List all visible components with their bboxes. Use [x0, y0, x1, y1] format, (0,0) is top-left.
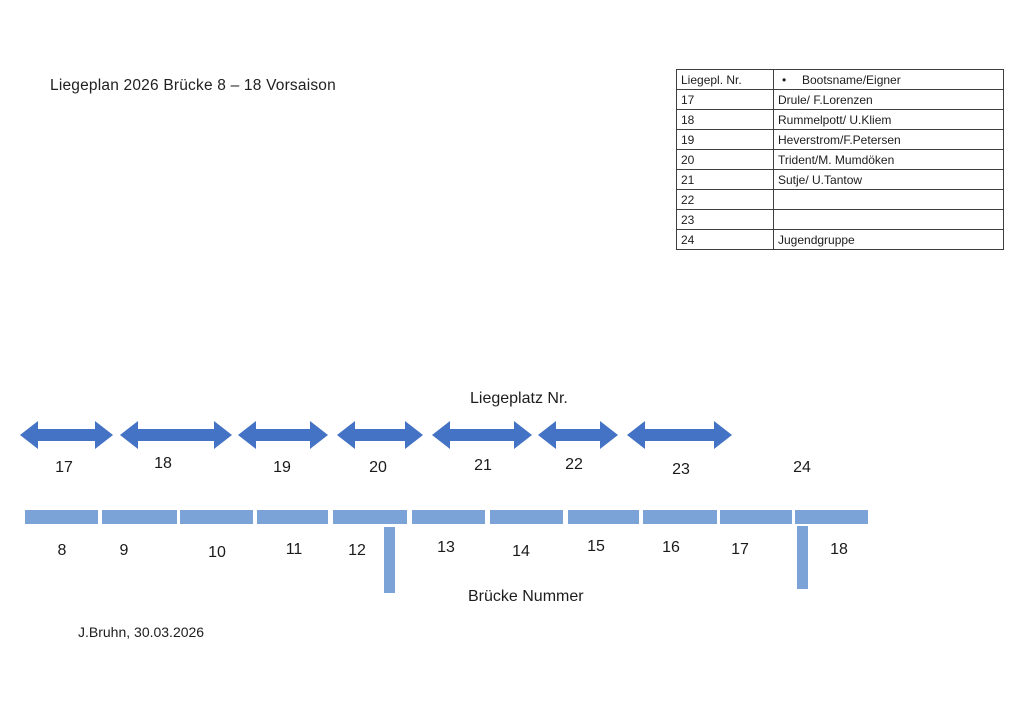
arrowhead-right-icon — [95, 421, 113, 449]
bridge-segment-17 — [720, 510, 792, 524]
arrowhead-left-icon — [627, 421, 645, 449]
bullet-icon: • — [782, 72, 787, 87]
berth-number-cell: 18 — [676, 109, 774, 130]
bridge-segment-13 — [412, 510, 485, 524]
berth-arrow-20 — [337, 421, 423, 449]
arrowhead-left-icon — [20, 421, 38, 449]
bridge-segment-14 — [490, 510, 563, 524]
berth-arrow-23 — [627, 421, 732, 449]
arrow-shaft — [253, 429, 313, 441]
bridge-post-right — [797, 526, 808, 589]
table-row: 23 — [676, 209, 1004, 230]
bridge-segment-9 — [102, 510, 177, 524]
bridge-number-label: 11 — [285, 541, 303, 558]
arrow-shaft — [642, 429, 717, 441]
arrowhead-right-icon — [310, 421, 328, 449]
bridge-number-label: 10 — [208, 544, 226, 561]
arrow-shaft — [447, 429, 517, 441]
arrowhead-left-icon — [238, 421, 256, 449]
bridge-number-label: 16 — [662, 539, 680, 556]
header-bootsname-eigner: • Bootsname/Eigner — [773, 69, 1004, 90]
berth-number-label: 24 — [793, 459, 811, 476]
arrowhead-left-icon — [337, 421, 355, 449]
document-title: Liegeplan 2026 Brücke 8 – 18 Vorsaison — [50, 77, 336, 94]
boat-owner-cell: Heverstrom/F.Petersen — [773, 129, 1004, 150]
bridge-number-label: 14 — [512, 543, 530, 560]
arrowhead-left-icon — [432, 421, 450, 449]
table-row: 19 Heverstrom/F.Petersen — [676, 129, 1004, 150]
arrowhead-right-icon — [514, 421, 532, 449]
arrow-shaft — [135, 429, 217, 441]
berth-number-label: 21 — [474, 457, 492, 474]
table-header-row: Liegepl. Nr. • Bootsname/Eigner — [676, 69, 1004, 90]
berth-number-cell: 23 — [676, 209, 774, 230]
berth-number-cell: 22 — [676, 189, 774, 210]
boat-owner-cell: Sutje/ U.Tantow — [773, 169, 1004, 190]
berth-number-label: 19 — [273, 459, 291, 476]
arrowhead-right-icon — [714, 421, 732, 449]
berth-number-cell: 20 — [676, 149, 774, 170]
boat-owner-cell: Drule/ F.Lorenzen — [773, 89, 1004, 110]
boat-owner-cell: Trident/M. Mumdöken — [773, 149, 1004, 170]
liegeplatz-axis-label: Liegeplatz Nr. — [470, 390, 568, 407]
berth-arrow-21 — [432, 421, 532, 449]
arrowhead-right-icon — [600, 421, 618, 449]
bruecke-axis-label: Brücke Nummer — [468, 588, 584, 605]
table-row: 21 Sutje/ U.Tantow — [676, 169, 1004, 190]
author-date: J.Bruhn, 30.03.2026 — [78, 624, 205, 640]
arrowhead-left-icon — [538, 421, 556, 449]
table-row: 24 Jugendgruppe — [676, 229, 1004, 250]
bridge-segment-8 — [25, 510, 98, 524]
bridge-number-label: 18 — [830, 541, 848, 558]
berth-assignment-table: Liegepl. Nr. • Bootsname/Eigner 17 Drule/… — [676, 69, 1004, 250]
bridge-segment-11 — [257, 510, 328, 524]
bridge-number-label: 9 — [119, 542, 129, 559]
berth-number-label: 20 — [369, 459, 387, 476]
bridge-number-label: 15 — [587, 538, 605, 555]
boat-owner-cell — [773, 209, 1004, 230]
header-liegepl-nr: Liegepl. Nr. — [676, 69, 774, 90]
berth-arrow-22 — [538, 421, 618, 449]
arrowhead-right-icon — [405, 421, 423, 449]
bridge-segment-16 — [643, 510, 717, 524]
table-row: 20 Trident/M. Mumdöken — [676, 149, 1004, 170]
table-row: 17 Drule/ F.Lorenzen — [676, 89, 1004, 110]
bridge-segment-18 — [795, 510, 868, 524]
berth-number-label: 18 — [154, 455, 172, 472]
bridge-number-label: 12 — [348, 542, 366, 559]
arrowhead-left-icon — [120, 421, 138, 449]
bridge-segment-10 — [180, 510, 253, 524]
berth-number-cell: 21 — [676, 169, 774, 190]
arrowhead-right-icon — [214, 421, 232, 449]
arrow-shaft — [35, 429, 98, 441]
arrow-shaft — [553, 429, 603, 441]
arrow-shaft — [352, 429, 408, 441]
bridge-segment-12 — [333, 510, 407, 524]
bridge-segment-15 — [568, 510, 639, 524]
boat-owner-cell: Rummelpott/ U.Kliem — [773, 109, 1004, 130]
berth-number-cell: 17 — [676, 89, 774, 110]
berth-number-label: 22 — [565, 456, 583, 473]
berth-arrow-19 — [238, 421, 328, 449]
boat-owner-cell — [773, 189, 1004, 210]
berth-arrow-17 — [20, 421, 113, 449]
bridge-number-label: 8 — [57, 542, 67, 559]
berth-number-cell: 19 — [676, 129, 774, 150]
boat-owner-cell: Jugendgruppe — [773, 229, 1004, 250]
berth-number-label: 17 — [55, 459, 73, 476]
bridge-number-label: 13 — [437, 539, 455, 556]
bridge-post-left — [384, 527, 395, 593]
bridge-number-label: 17 — [731, 541, 749, 558]
header-bootsname-eigner-label: Bootsname/Eigner — [802, 72, 901, 87]
table-row: 22 — [676, 189, 1004, 210]
berth-number-label: 23 — [672, 461, 690, 478]
berth-arrow-18 — [120, 421, 232, 449]
table-row: 18 Rummelpott/ U.Kliem — [676, 109, 1004, 130]
berth-number-cell: 24 — [676, 229, 774, 250]
